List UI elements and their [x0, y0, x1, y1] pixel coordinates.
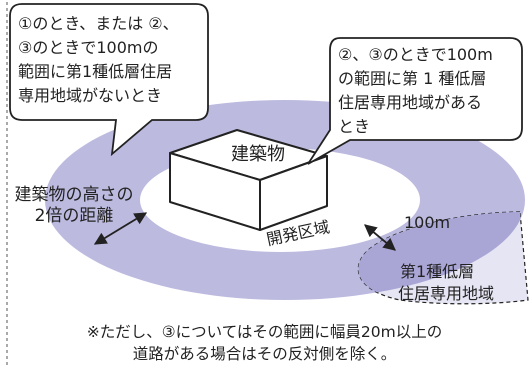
distance-arrow: [93, 212, 148, 245]
left-bubble-line4: 専用地域がないとき: [18, 86, 162, 105]
distance-label-line2: 2倍の距離: [35, 206, 114, 226]
left-bubble-line2: ③のときで100mの: [18, 38, 158, 57]
building-box: [169, 129, 328, 231]
left-bubble-line3: 範囲に第1種低層住居: [18, 62, 172, 81]
footnote-line2: 道路がある場合はその反対側を除く。: [132, 345, 397, 363]
footnote-line1: ※ただし、③についてはその範囲に幅員20m以上の: [86, 323, 443, 341]
hundred-m-arrow: [364, 224, 396, 251]
building-label: 建築物: [231, 144, 285, 165]
right-bubble-line4: とき: [338, 117, 370, 136]
right-speech-bubble: [307, 37, 523, 165]
left-speech-bubble: [9, 3, 209, 157]
hundred-m-label: 100m: [404, 213, 450, 232]
right-bubble-line1: ②、③のときで100m: [338, 45, 493, 64]
left-bubble-line1: ①のとき、または ②、: [18, 14, 179, 33]
residential-zone-label-line2: 住居専用地域: [398, 284, 494, 303]
right-bubble-line2: の範囲に第 1 種低層: [338, 69, 486, 88]
right-bubble-line3: 住居専用地域がある: [338, 93, 482, 112]
residential-zone-label-line1: 第1種低層: [400, 262, 474, 281]
distance-label-line1: 建築物の高さの: [15, 185, 134, 205]
